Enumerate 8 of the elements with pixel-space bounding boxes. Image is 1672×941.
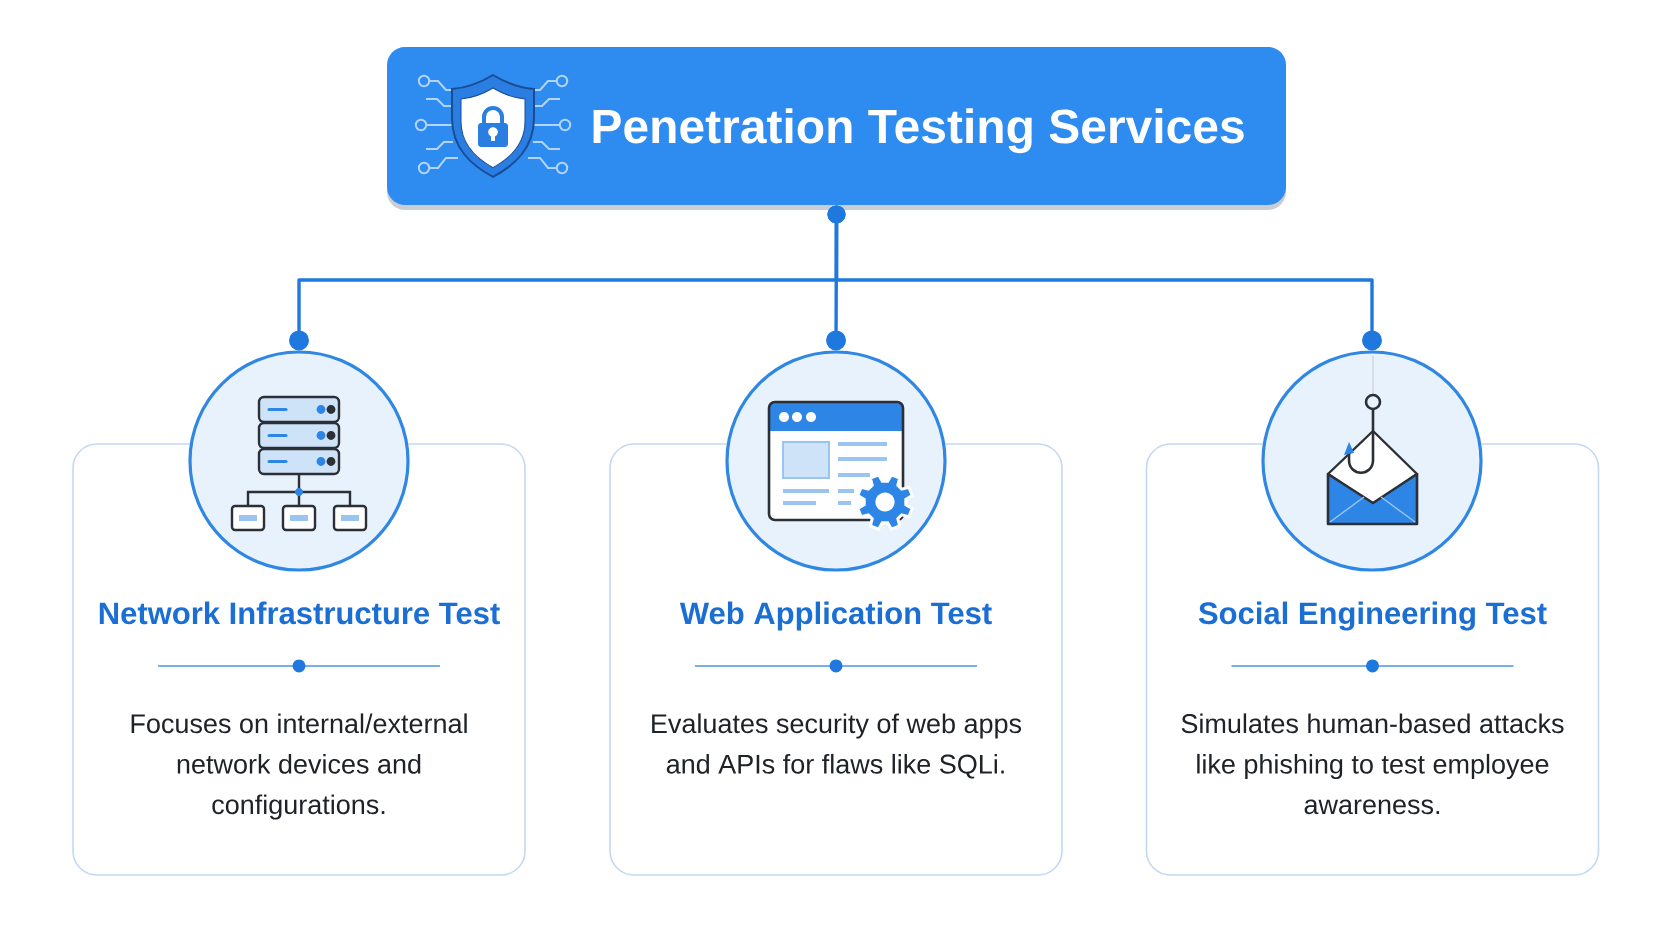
card-text: Simulates human-based attacks like phishing to test employee awareness. [1181, 713, 1564, 815]
connector-line [827, 205, 1382, 351]
title-box: Penetration Testing Services [387, 47, 1286, 210]
card-text: Evaluates security of web apps and APIs for flaws like SQLi. [652, 713, 1022, 779]
card-title: Network Infrastructure Test [99, 601, 500, 625]
card-title: Web Application Test [679, 601, 992, 631]
card-text: Focuses on internal/external network devices and configurations. [131, 713, 467, 820]
card-title: Social Engineering Test [1198, 601, 1547, 631]
